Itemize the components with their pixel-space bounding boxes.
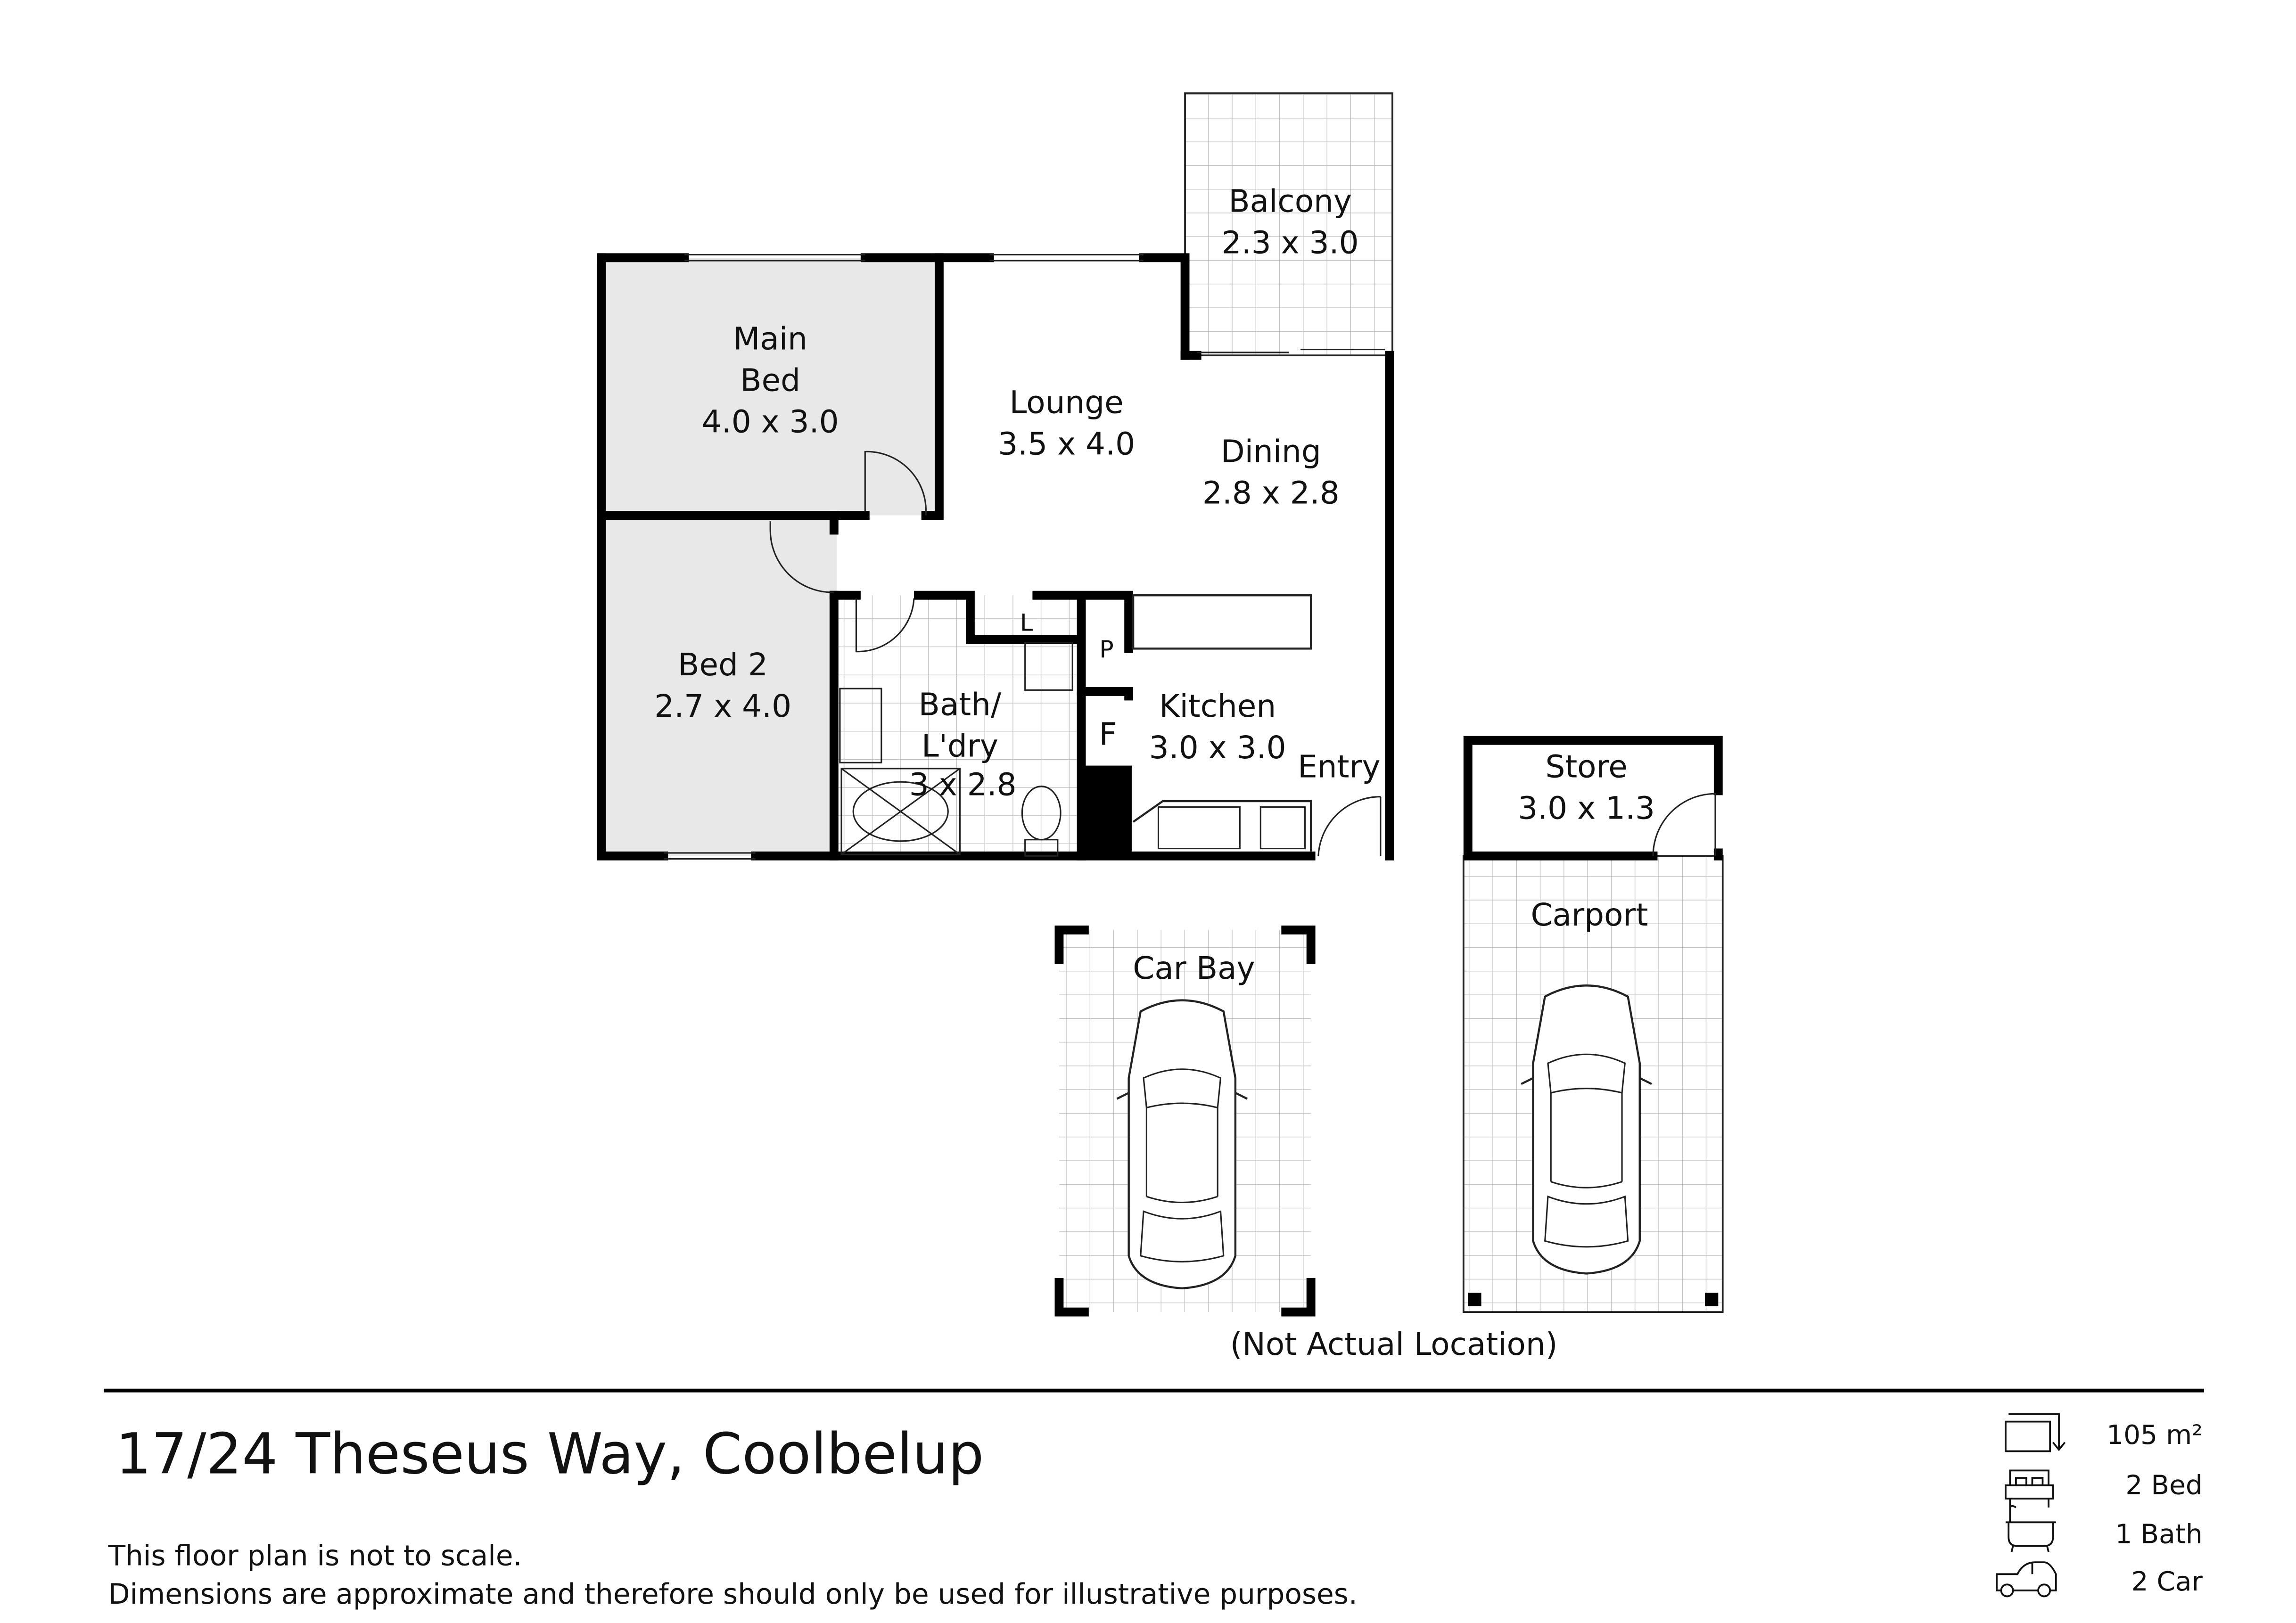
bath-tiles	[838, 595, 1077, 856]
vanity-icon	[839, 688, 882, 763]
linen-label: L	[1020, 609, 1033, 637]
balcony-name: Balcony	[1228, 183, 1352, 219]
lounge-name: Lounge	[1010, 385, 1124, 421]
lounge-size: 3.5 x 4.0	[998, 426, 1135, 462]
location-note: (Not Actual Location)	[1230, 1326, 1558, 1362]
main-bed-name-2: Bed	[740, 362, 800, 399]
bath-name-2: L'dry	[922, 728, 998, 764]
disclaimer-1: This floor plan is not to scale.	[108, 1540, 522, 1572]
car-icon	[1996, 1561, 2057, 1598]
fridge-label: F	[1099, 716, 1117, 753]
pantry-label: P	[1099, 635, 1113, 663]
carport-name: Carport	[1531, 897, 1648, 933]
dining-size: 2.8 x 2.8	[1202, 475, 1340, 511]
bath-size: 3 x 2.8	[909, 766, 1017, 803]
car-icon	[1117, 1000, 1248, 1288]
address-title: 17/24 Theseus Way, Coolbelup	[115, 1422, 984, 1487]
main-bed-size: 4.0 x 3.0	[702, 404, 839, 440]
bathtub-icon	[840, 768, 961, 855]
bath-icon	[2005, 1505, 2056, 1552]
kitchen-size: 3.0 x 3.0	[1149, 730, 1286, 766]
bed-icon	[2005, 1469, 2054, 1508]
bath-name-1: Bath/	[919, 687, 1002, 723]
store-name: Store	[1545, 749, 1627, 785]
main-bed-fill	[601, 257, 939, 516]
windows	[663, 254, 1385, 860]
area-icon	[2005, 1413, 2066, 1452]
car-bay: Car Bay	[1054, 925, 1316, 1317]
kitchen-name: Kitchen	[1159, 688, 1276, 724]
walls	[597, 253, 1394, 861]
stat-bath: 1 Bath	[2115, 1518, 2202, 1549]
bed2-door	[769, 521, 834, 593]
car-icon	[1521, 985, 1652, 1273]
stat-area: 105 m²	[2107, 1419, 2203, 1451]
dining-name: Dining	[1221, 433, 1321, 469]
main-bed-name-1: Main	[733, 321, 807, 357]
balcony-size: 2.3 x 3.0	[1222, 224, 1359, 261]
main-bed-door	[864, 451, 927, 516]
entry-door	[1317, 796, 1382, 856]
store-size: 3.0 x 1.3	[1518, 790, 1655, 827]
bed2-size: 2.7 x 4.0	[654, 688, 791, 724]
bed2-fill	[601, 515, 837, 856]
sink-icon	[1157, 806, 1241, 850]
kitchen-island	[1132, 594, 1312, 650]
stat-car: 2 Car	[2131, 1566, 2203, 1597]
trough-icon	[1024, 642, 1073, 691]
disclaimer-2: Dimensions are approximate and therefore…	[108, 1578, 1358, 1611]
car-bay-name: Car Bay	[1133, 950, 1255, 986]
bed2-name: Bed 2	[678, 647, 768, 683]
bath-door	[855, 598, 915, 653]
cooktop-icon	[1259, 806, 1306, 850]
balcony: Balcony 2.3 x 3.0	[1184, 92, 1393, 357]
kitchen-bench	[1132, 800, 1312, 852]
stat-bed: 2 Bed	[2125, 1470, 2202, 1501]
carport: Store 3.0 x 1.3 Carport	[1462, 736, 1724, 1313]
entry-name: Entry	[1298, 749, 1381, 785]
